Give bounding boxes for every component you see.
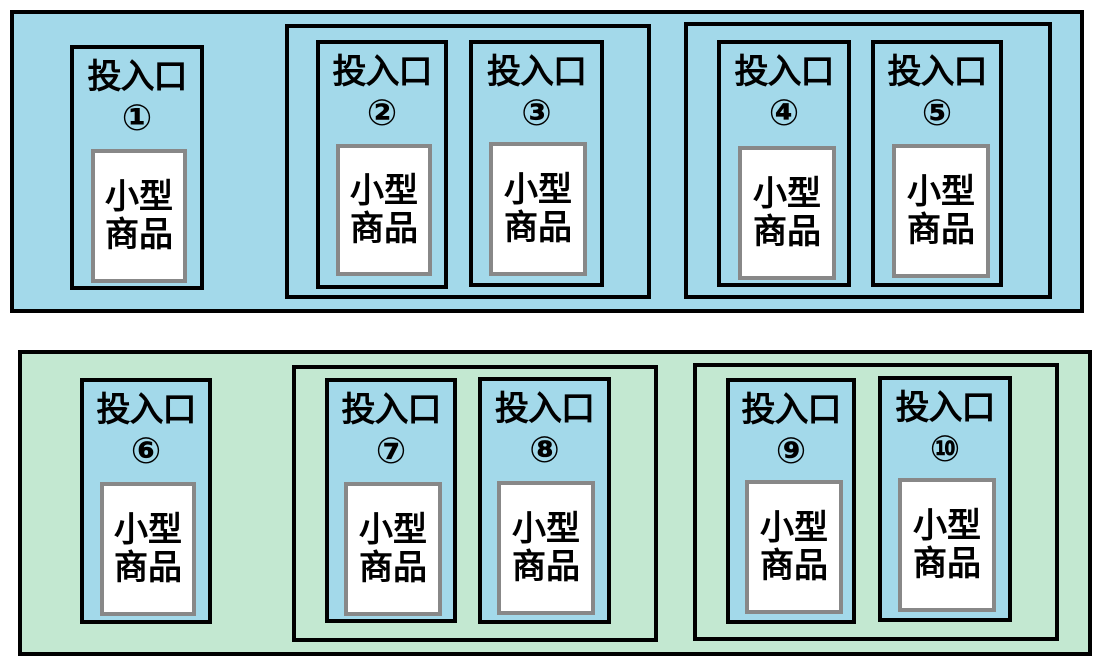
item-label: 小型商品: [753, 174, 821, 252]
slot-2: 投入口 ② 小型商品: [316, 40, 448, 289]
slot-6: 投入口 ⑥ 小型商品: [80, 378, 212, 624]
item-box: 小型商品: [344, 482, 442, 616]
item-label: 小型商品: [760, 508, 828, 586]
slot-label: 投入口: [87, 57, 188, 97]
slot-group-7-8: [292, 365, 658, 642]
slot-label: 投入口: [734, 52, 835, 92]
slot-8: 投入口 ⑧ 小型商品: [478, 377, 611, 624]
slot-label: 投入口: [96, 390, 197, 430]
slot-9: 投入口 ⑨ 小型商品: [726, 378, 856, 624]
slot-number: ⑩: [929, 429, 961, 470]
slot-10: 投入口 ⑩ 小型商品: [878, 376, 1012, 622]
slot-label: 投入口: [887, 52, 988, 92]
slot-label: 投入口: [741, 390, 842, 430]
item-label: 小型商品: [504, 170, 572, 248]
item-label: 小型商品: [907, 172, 975, 250]
item-box: 小型商品: [497, 481, 595, 615]
slot-number: ⑨: [775, 431, 807, 472]
item-box: 小型商品: [336, 144, 432, 276]
slot-group-4-5: [684, 22, 1052, 299]
item-label: 小型商品: [350, 171, 418, 249]
slot-number: ⑦: [375, 431, 407, 472]
slot-3: 投入口 ③ 小型商品: [469, 40, 604, 287]
item-label: 小型商品: [913, 506, 981, 584]
slot-number: ⑤: [921, 93, 953, 134]
slot-label: 投入口: [332, 52, 433, 92]
slot-label: 投入口: [487, 52, 587, 92]
item-box: 小型商品: [100, 482, 196, 616]
slot-label: 投入口: [895, 388, 996, 428]
slot-number: ④: [768, 93, 800, 134]
item-box: 小型商品: [489, 142, 587, 276]
item-label: 小型商品: [105, 177, 173, 255]
item-box: 小型商品: [738, 146, 836, 280]
item-box: 小型商品: [91, 149, 187, 283]
slot-group-9-10: [693, 363, 1059, 641]
slot-group-2-3: [285, 24, 651, 299]
slot-number: ⑧: [529, 430, 560, 471]
slot-7: 投入口 ⑦ 小型商品: [325, 378, 457, 623]
slot-number: ①: [121, 98, 153, 139]
slot-number: ②: [366, 93, 398, 134]
slot-number: ③: [521, 93, 552, 134]
item-label: 小型商品: [114, 510, 182, 588]
slot-label: 投入口: [495, 389, 595, 429]
slot-label: 投入口: [341, 390, 442, 430]
slot-5: 投入口 ⑤ 小型商品: [871, 40, 1003, 287]
item-box: 小型商品: [898, 478, 996, 612]
item-box: 小型商品: [892, 144, 990, 278]
item-label: 小型商品: [512, 509, 580, 587]
slot-number: ⑥: [130, 431, 162, 472]
slot-1: 投入口 ① 小型商品: [70, 45, 204, 290]
item-label: 小型商品: [359, 510, 427, 588]
slot-4: 投入口 ④ 小型商品: [717, 40, 851, 287]
item-box: 小型商品: [745, 480, 843, 614]
